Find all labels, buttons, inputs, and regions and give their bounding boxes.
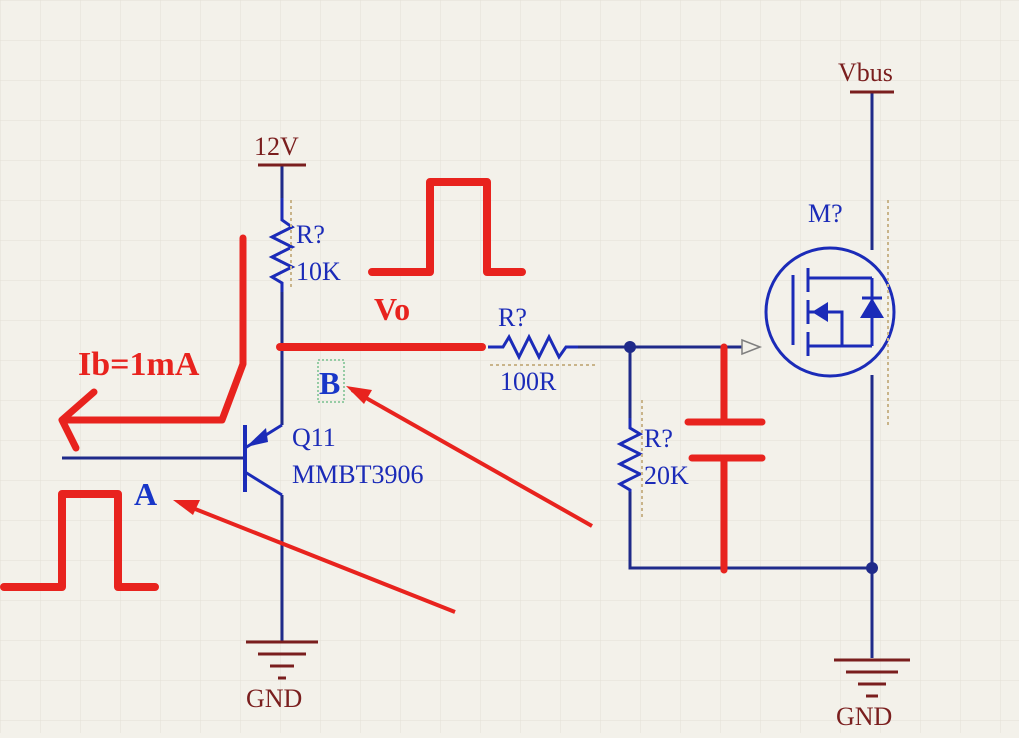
ground-left-icon [246,640,318,680]
label-vo: Vo [374,291,410,327]
ib-arrow-head-icon [58,388,98,452]
label-r1-ref: R? [296,220,325,249]
label-gnd-right: GND [836,702,892,731]
node-b-selection-box [317,359,345,403]
wires [62,92,874,658]
pointer-a-arrow-icon [173,500,200,515]
ground-right-icon [834,658,910,698]
label-q-ref: Q11 [292,423,336,452]
pointer-b-arrow-icon [346,386,372,404]
label-node-b: B [319,365,340,401]
label-r2-value: 100R [500,367,557,396]
ib-current-arrow [60,234,247,424]
label-q-part: MMBT3906 [292,460,423,489]
emitter-arrow-icon [246,428,268,447]
resistor-r2-icon [488,333,578,361]
label-gnd-left: GND [246,684,302,713]
label-node-a: A [134,476,157,512]
junction-dot-source [866,562,878,574]
junction-dot-gate [624,341,636,353]
mosfet-m-icon [764,246,896,378]
label-r3-value: 20K [644,461,689,490]
power-symbols [246,90,910,698]
vo-pulse-waveform [368,178,526,276]
input-pulse-waveform [0,490,159,591]
wire-r3-to-source [628,492,872,570]
annotations [0,178,766,591]
gate-port-arrow-icon [741,338,763,356]
resistor-r3-icon [616,418,644,492]
resistor-r1-icon [268,198,296,292]
label-r1-value: 10K [296,257,341,286]
pointer-arrows [173,386,593,614]
label-m-ref: M? [808,199,843,228]
label-vbus: Vbus [838,58,893,87]
label-r3-ref: R? [644,424,673,453]
label-12v: 12V [254,132,299,161]
label-ib: Ib=1mA [78,346,200,383]
label-r2-ref: R? [498,303,527,332]
capacitor-icon [684,343,766,574]
